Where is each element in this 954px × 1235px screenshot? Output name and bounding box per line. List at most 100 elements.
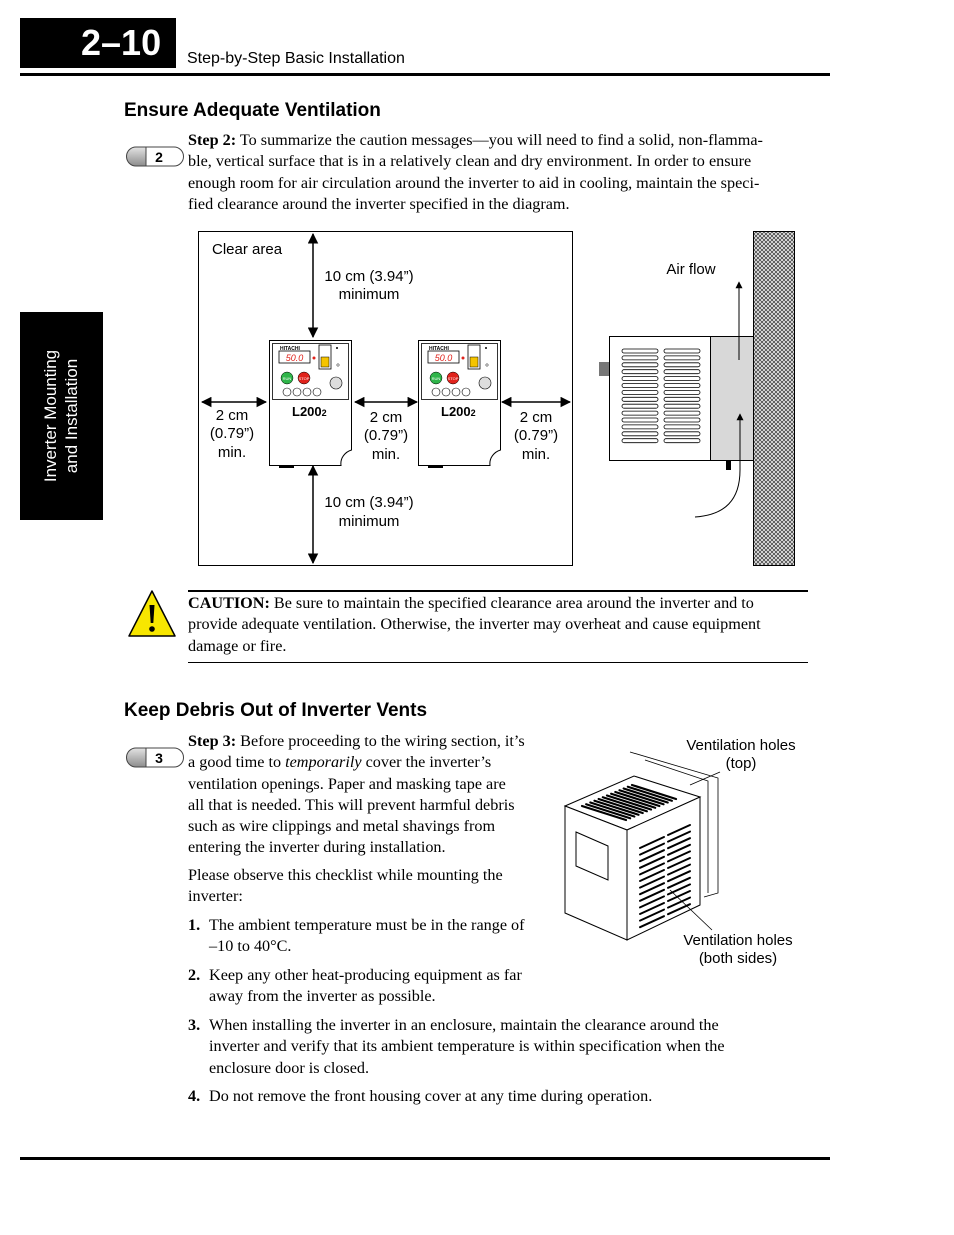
clearance-diagram: Clear area 10 cm (3.94”) minimum 10 cm (… — [198, 231, 795, 566]
checklist-line: When installing the inverter in an enclo… — [209, 1016, 719, 1034]
left-clearance-line2: (0.79”) — [210, 425, 254, 442]
vent-slot — [639, 842, 665, 856]
vent-slot — [663, 369, 701, 375]
side-tab-label: Inverter Mounting and Installation — [40, 316, 82, 516]
vent-slot — [663, 438, 701, 444]
inverter-side-view — [599, 336, 754, 470]
top-vents-label-line2: (top) — [726, 755, 757, 772]
vent-slot — [667, 850, 691, 863]
side-face-vents — [639, 824, 691, 929]
vent-slot — [614, 790, 661, 808]
vent-slot — [585, 803, 632, 820]
vent-slot — [621, 431, 659, 437]
step-3-icon: 3 — [126, 747, 184, 768]
checklist-intro-line: inverter: — [188, 887, 243, 906]
checklist-intro: Please observe this checklist while moun… — [188, 865, 568, 908]
vent-slot — [618, 789, 665, 806]
vent-slot — [589, 801, 636, 818]
side-tab: Inverter Mounting and Installation — [20, 312, 103, 520]
side-tab-line1: Inverter Mounting — [41, 349, 60, 483]
inverter-brand: HITACHI — [429, 346, 450, 352]
step-3-line: entering the inverter during installatio… — [188, 838, 446, 857]
ventilation-holes-diagram: Ventilation holes (top) Ventilation hole… — [563, 737, 796, 967]
air-flow-label: Air flow — [666, 261, 715, 278]
side-vents-label-line1: Ventilation holes — [683, 932, 792, 949]
step-3-line: cover the inverter’s — [365, 753, 492, 772]
side-vents — [621, 348, 701, 444]
inverter-brand: HITACHI — [280, 346, 301, 352]
inverter-front-left: HITACHI 50.0 RUN STOP L2002 — [269, 340, 352, 468]
step-2-line: enough room for air circulation around t… — [188, 173, 760, 192]
caution-bottom-rule — [188, 662, 808, 663]
model-name: L200 — [441, 404, 471, 419]
checklist-line: Do not remove the front housing cover at… — [209, 1087, 653, 1105]
vent-slot — [663, 376, 701, 382]
checklist-number: 2. — [188, 966, 201, 984]
vent-slot — [639, 908, 665, 922]
step-3-number: 3 — [155, 750, 163, 766]
vent-slot — [621, 424, 659, 430]
vent-slot — [610, 792, 657, 809]
model-name: L200 — [292, 404, 322, 419]
step-3-label: Step 3: — [188, 732, 237, 750]
header-rule — [20, 73, 830, 76]
vent-slot — [621, 348, 659, 354]
top-clearance-line1: 10 cm (3.94”) — [324, 268, 413, 285]
step-3-line: a good time to — [188, 753, 282, 772]
checklist-number: 1. — [188, 916, 201, 934]
footer-rule — [20, 1157, 830, 1160]
vent-slot — [663, 355, 701, 361]
side-tab-line2: and Installation — [62, 358, 81, 474]
vent-slot — [621, 362, 659, 368]
inverter-display: 50.0 — [435, 353, 453, 363]
vent-slot — [639, 888, 665, 902]
top-vents — [580, 783, 678, 822]
vent-slot — [663, 383, 701, 388]
clear-area-label: Clear area — [212, 241, 283, 258]
run-button-label: RUN — [283, 376, 292, 381]
vent-slot — [663, 417, 701, 423]
vent-slot — [663, 362, 701, 368]
caution-line: Be sure to maintain the specified cleara… — [273, 594, 754, 612]
step-2-text: Step 2: To summarize the caution message… — [188, 130, 828, 215]
vent-slot — [580, 804, 628, 822]
step-3-emphasis: temporarily — [285, 753, 362, 772]
vent-slot — [663, 424, 701, 430]
left-clearance-line3: min. — [218, 444, 246, 461]
checklist-line: away from the inverter as possible. — [209, 987, 436, 1006]
warning-icon — [128, 590, 176, 637]
inverter-display: 50.0 — [286, 353, 304, 363]
checklist-number: 3. — [188, 1016, 201, 1034]
step-2-line: fied clearance around the inverter speci… — [188, 194, 570, 213]
svg-text:L2002: L2002 — [292, 404, 327, 419]
vent-slot — [667, 876, 691, 889]
checklist-item-3: 3. When installing the inverter in an en… — [188, 1015, 808, 1081]
vent-slot — [639, 836, 665, 849]
vent-slot — [663, 410, 701, 416]
checklist-line: enclosure door is closed. — [209, 1058, 370, 1077]
step-3-line: such as wire clippings and metal shaving… — [188, 817, 496, 836]
checklist-line: –10 to 40°C. — [209, 937, 292, 956]
caution-top-rule — [188, 590, 808, 592]
stop-button-label: STOP — [448, 376, 459, 381]
step-2-line: To summarize the caution messages—you wi… — [239, 131, 763, 149]
vent-slot — [663, 431, 701, 437]
step-2-icon: 2 — [126, 146, 184, 167]
vent-slot — [663, 389, 701, 395]
vent-slot — [597, 797, 644, 815]
vent-slot — [621, 355, 659, 361]
page-number: 2–10 — [20, 18, 176, 68]
left-clearance-line1: 2 cm — [216, 407, 249, 424]
vent-slot — [663, 403, 701, 409]
vent-slot — [663, 396, 701, 402]
svg-text:L2002: L2002 — [441, 404, 476, 419]
vent-slot — [593, 799, 640, 816]
top-vents-label-line1: Ventilation holes — [686, 737, 795, 754]
vent-slot — [630, 783, 678, 801]
checklist-line: The ambient temperature must be in the r… — [209, 916, 525, 934]
bottom-clearance-line1: 10 cm (3.94”) — [324, 494, 413, 511]
middle-clearance-line1: 2 cm — [370, 409, 403, 426]
vent-slot — [667, 870, 691, 883]
caution-line: provide adequate ventilation. Otherwise,… — [188, 615, 761, 634]
vent-slot — [621, 403, 659, 409]
